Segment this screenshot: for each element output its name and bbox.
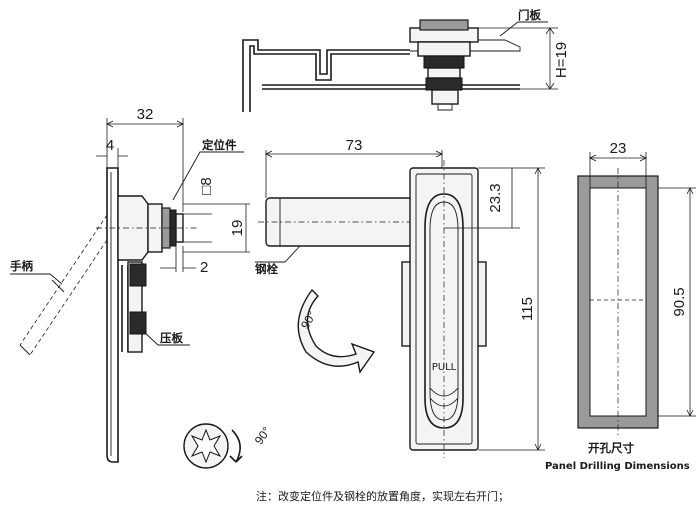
label-steel-bolt: 钢栓 [255,262,278,276]
label-drilling-cn: 开孔尺寸 [588,441,634,455]
dim-h19: H=19 [553,42,570,78]
dim-d19: 19 [229,220,246,237]
rotation-90-label: 90° [252,424,274,447]
panel-drilling-view: 23 90.5 开孔尺寸 Panel Drilling Dimensions [545,140,696,472]
dim-w4: 4 [106,137,114,154]
rotation-gear-symbol: 90° [183,423,274,469]
side-view: 32 4 定位件 □8 19 2 手柄 压板 [10,106,250,463]
dim-h115: 115 [519,297,536,321]
footnote: 注：改变定位件及钢栓的放置角度，实现左右开门； [256,489,509,503]
dim-sq8: □8 [198,177,215,194]
dim-w32: 32 [137,106,154,123]
dim-h23-3: 23.3 [487,183,504,212]
dim-w23: 23 [610,140,627,157]
label-pressure-plate: 压板 [160,331,183,345]
label-handle: 手柄 [10,259,33,273]
dim-w73: 73 [346,137,363,154]
top-mounting-view: 门板 H=19 [242,8,570,112]
label-door-panel: 门板 [518,8,541,22]
label-positioning-piece: 定位件 [202,138,237,152]
dim-d2: 2 [200,259,208,276]
label-drilling-en: Panel Drilling Dimensions [545,461,690,472]
dim-h90-5: 90.5 [671,287,688,316]
front-view: 73 钢栓 PULL 23.3 115 90° [255,137,545,458]
